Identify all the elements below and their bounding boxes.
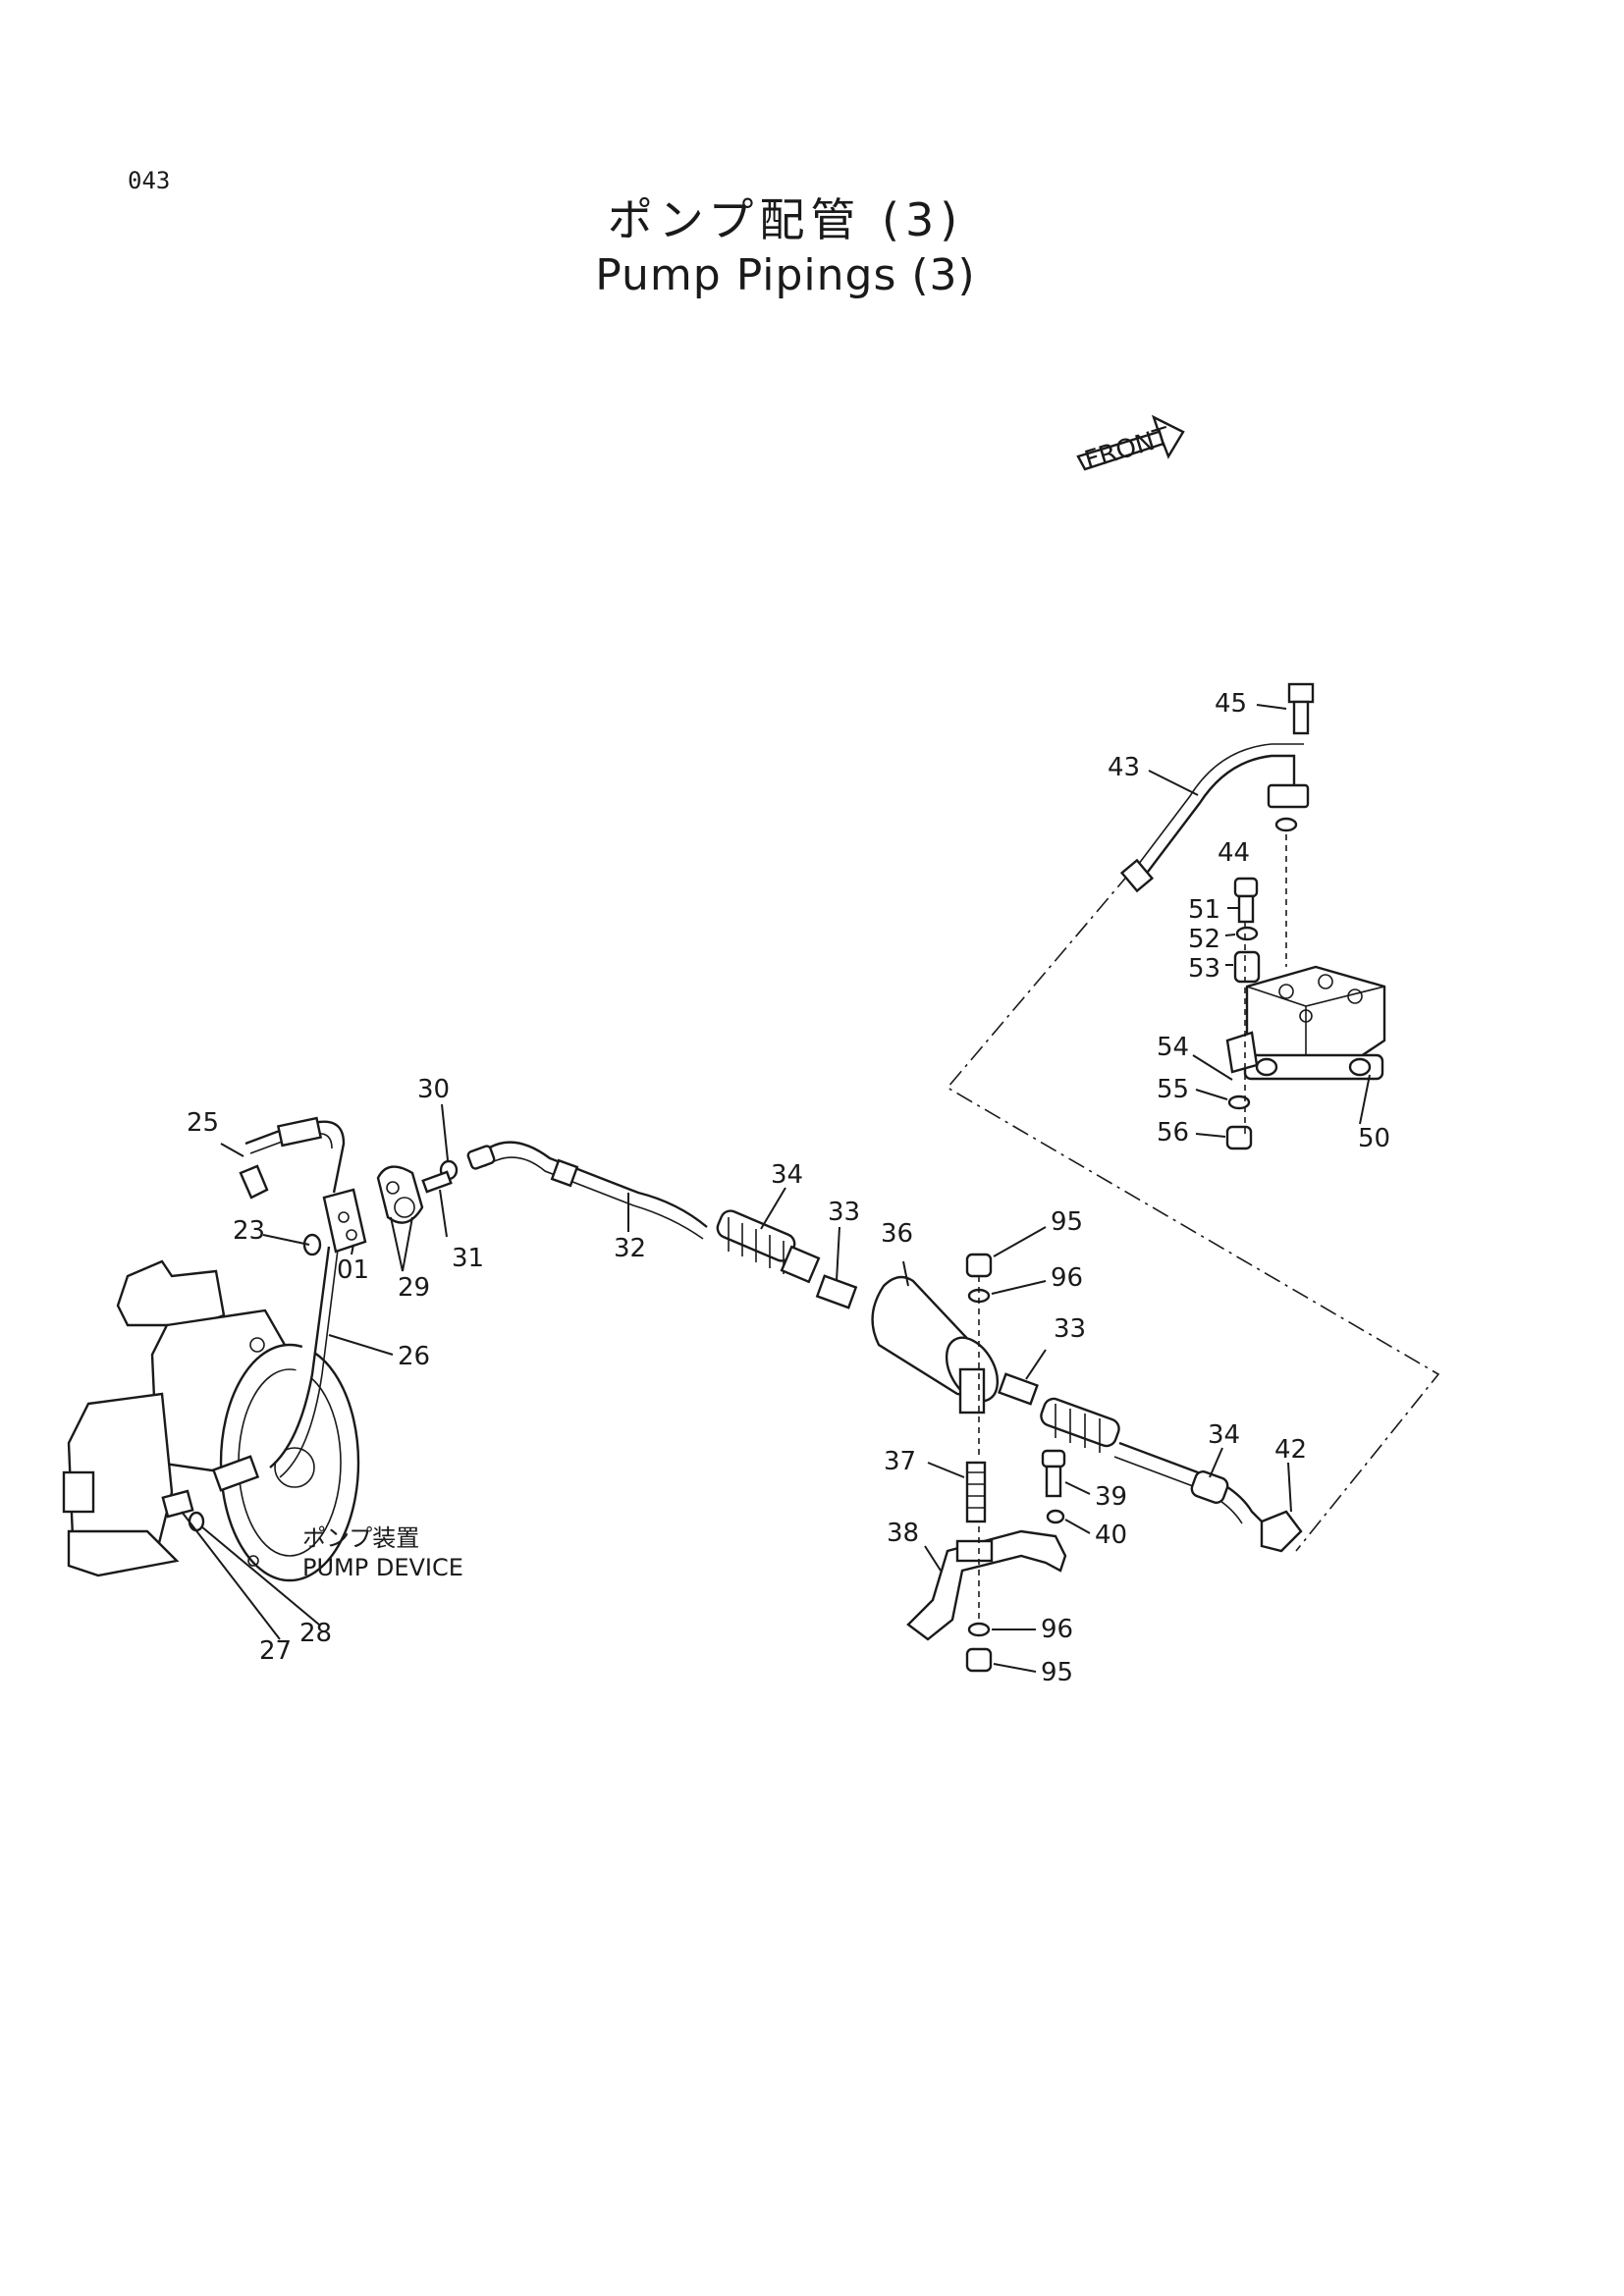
- callout-53: 53: [1188, 954, 1220, 984]
- callout-42: 42: [1274, 1435, 1307, 1465]
- oring-52: [1235, 926, 1259, 941]
- pump-device: [62, 1259, 360, 1582]
- hose-34-lower: [1040, 1397, 1268, 1527]
- reference-lines: [946, 873, 1440, 1552]
- front-arrow-icon: FRONT: [1076, 414, 1185, 476]
- callout-32: 32: [614, 1234, 646, 1263]
- leader-lines: [181, 704, 1371, 1673]
- pump-device-caption-jp: ポンプ装置: [302, 1524, 419, 1552]
- hose-34-upper: [716, 1209, 821, 1284]
- callout-96-top: 96: [1051, 1263, 1083, 1293]
- callout-39: 39: [1095, 1482, 1127, 1512]
- callout-55: 55: [1157, 1075, 1189, 1104]
- callout-38: 38: [887, 1519, 919, 1548]
- plug-51: [1233, 877, 1259, 924]
- filter-36: [871, 1275, 1000, 1415]
- callout-44: 44: [1218, 838, 1250, 868]
- callout-95-top: 95: [1051, 1207, 1083, 1237]
- callout-54: 54: [1157, 1033, 1189, 1062]
- callout-30: 30: [417, 1075, 450, 1104]
- callout-01: 01: [337, 1255, 369, 1285]
- hose-25: [239, 1116, 346, 1200]
- adapter-33-left: [815, 1274, 858, 1309]
- callout-95-bottom: 95: [1041, 1658, 1073, 1687]
- callout-96-bottom: 96: [1041, 1615, 1073, 1644]
- callout-29: 29: [398, 1273, 430, 1303]
- oring-23: [302, 1233, 322, 1256]
- callout-34-lower: 34: [1208, 1420, 1240, 1450]
- nut-56: [1225, 1125, 1253, 1150]
- callout-43: 43: [1108, 753, 1140, 782]
- bracket-38: [906, 1529, 1067, 1641]
- valve-block-50: [1225, 965, 1386, 1081]
- callout-51: 51: [1188, 895, 1220, 925]
- page-number: 043: [128, 167, 171, 194]
- bolt-39: [1041, 1449, 1066, 1498]
- pipe-43: [1119, 743, 1310, 893]
- callout-33-right: 33: [1054, 1314, 1086, 1344]
- nut-95-bottom: [965, 1647, 993, 1673]
- oring-44: [1274, 817, 1298, 832]
- callout-26: 26: [398, 1342, 430, 1371]
- pump-device-caption-en: PUMP DEVICE: [302, 1554, 463, 1581]
- page-title-jp: ポンプ配管 (3): [607, 193, 964, 246]
- page-title-en: Pump Pipings (3): [595, 250, 976, 300]
- washer-96-bottom: [967, 1622, 991, 1637]
- callout-25: 25: [187, 1108, 219, 1138]
- callout-56: 56: [1157, 1118, 1189, 1148]
- washer-55: [1227, 1095, 1251, 1110]
- callout-33-left: 33: [828, 1198, 860, 1227]
- callout-50: 50: [1358, 1124, 1390, 1153]
- nut-95-top: [965, 1253, 993, 1278]
- adapter-33-right: [998, 1372, 1039, 1406]
- callout-34-upper: 34: [771, 1160, 803, 1190]
- callout-31: 31: [452, 1244, 484, 1273]
- callout-45: 45: [1215, 689, 1247, 719]
- callout-27: 27: [259, 1636, 292, 1666]
- callout-37: 37: [884, 1447, 916, 1476]
- callout-23: 23: [233, 1216, 265, 1246]
- bolt-45: [1287, 682, 1315, 735]
- pipe-32: [466, 1141, 708, 1240]
- callout-40: 40: [1095, 1521, 1127, 1550]
- hose-26: [211, 1241, 340, 1492]
- nut-53: [1233, 950, 1261, 984]
- front-label: FRONT: [1081, 422, 1173, 476]
- block-01: [322, 1188, 367, 1254]
- callout-28: 28: [299, 1619, 332, 1648]
- fitting-27-28: [161, 1489, 205, 1532]
- callout-36: 36: [881, 1219, 913, 1249]
- callout-52: 52: [1188, 925, 1220, 954]
- bolt-31: [421, 1170, 453, 1194]
- flange-29: [376, 1165, 424, 1224]
- elbow-42: [1260, 1510, 1303, 1553]
- washer-40: [1046, 1509, 1065, 1524]
- callout-labels: 45 43 44 51 52 53 54 55 56 50 30 25 34 3…: [187, 689, 1390, 1687]
- stud-37: [965, 1461, 987, 1523]
